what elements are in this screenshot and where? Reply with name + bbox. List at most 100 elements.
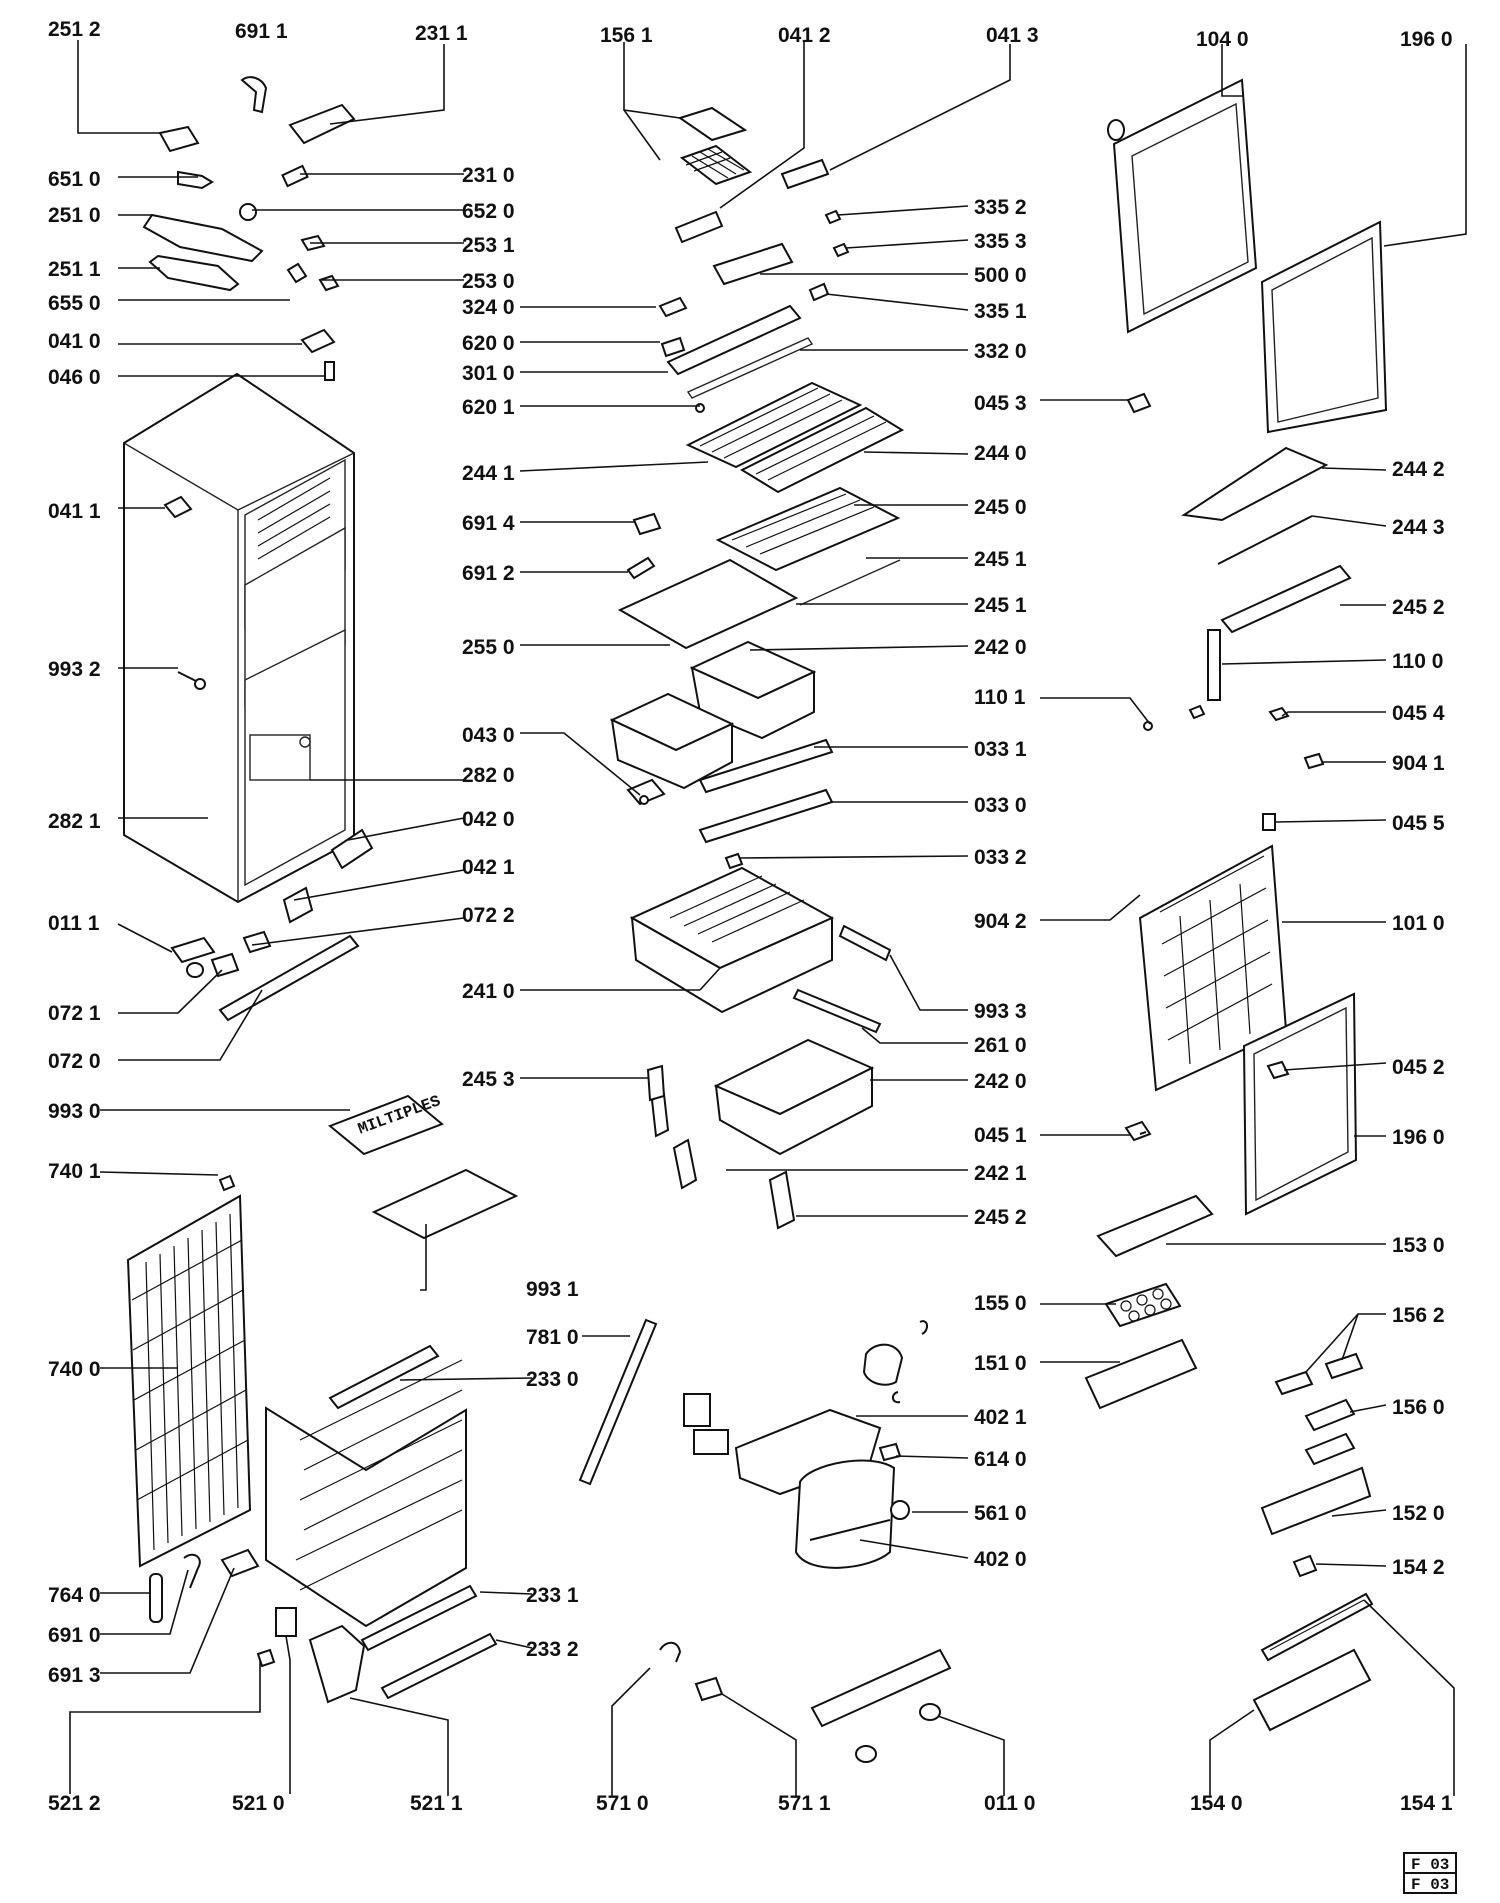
part-callout-label: 231 1 [415,22,468,45]
part-callout-label: 042 1 [462,856,515,879]
part-callout-label: 241 0 [462,980,515,1003]
part-callout-label: 244 3 [1392,516,1445,539]
part-callout-label: 251 1 [48,258,101,281]
part-callout-label: 231 0 [462,164,515,187]
part-callout-label: 332 0 [974,340,1027,363]
part-callout-label: 993 0 [48,1100,101,1123]
part-callout-label: 033 2 [974,846,1027,869]
part-callout-label: 155 0 [974,1292,1027,1315]
part-callout-label: 245 1 [974,548,1027,571]
ice-tray-and-covers [658,106,850,413]
door-racks [1084,1194,1374,1732]
part-callout-label: 904 1 [1392,752,1445,775]
part-callout-label: 072 0 [48,1050,101,1073]
hinge-small-parts [142,76,356,690]
part-callout-label: 620 0 [462,332,515,355]
freezer-drawer [629,866,892,1034]
part-callout-label: 245 0 [974,496,1027,519]
part-callout-label: 500 0 [974,264,1027,287]
part-callout-label: 245 1 [974,594,1027,617]
part-callout-label: 033 1 [974,738,1027,761]
sheet-ref-bottom: F 03 [1411,1876,1449,1894]
compressor-assembly [659,1320,952,1763]
part-callout-label: 233 0 [526,1368,579,1391]
part-callout-label: 233 1 [526,1584,579,1607]
part-callout-label: 571 1 [778,1792,831,1815]
crisper-drawers [609,640,834,870]
doors-and-gaskets [1107,78,1388,1216]
part-callout-label: 045 5 [1392,812,1445,835]
part-callout-label: 041 3 [986,24,1039,47]
part-callout-label: 242 0 [974,636,1027,659]
part-callout-label: 011 1 [48,912,100,935]
part-callout-label: 244 0 [974,442,1027,465]
part-callout-label: 072 1 [48,1002,101,1025]
part-callout-label: 152 0 [1392,1502,1445,1525]
part-callout-label: 521 0 [232,1792,285,1815]
part-callout-label: 156 0 [1392,1396,1445,1419]
part-callout-label: 691 4 [462,512,515,535]
part-callout-label: 045 4 [1392,702,1445,725]
part-callout-label: 301 0 [462,362,515,385]
part-illustrations: MILTIPLES [123,76,1457,1894]
part-callout-label: 045 3 [974,392,1027,415]
shelves [617,381,905,650]
part-callout-label: 043 0 [462,724,515,747]
part-callout-label: 242 0 [974,1070,1027,1093]
part-callout-label: 651 0 [48,168,101,191]
part-callout-label: 041 0 [48,330,101,353]
part-callout-label: 196 0 [1392,1126,1445,1149]
part-callout-label: 101 0 [1392,912,1445,935]
evaporator-assembly: MILTIPLES [256,1092,658,1704]
part-callout-label: 561 0 [974,1502,1027,1525]
part-callout-label: 045 1 [974,1124,1027,1147]
part-callout-label: 110 0 [1392,650,1443,673]
part-callout-label: 652 0 [462,200,515,223]
part-callout-label: 993 3 [974,1000,1027,1023]
part-callout-label: 402 1 [974,1406,1027,1429]
part-callout-label: 110 1 [974,686,1026,709]
part-callout-label: 244 1 [462,462,515,485]
part-callout-label: 046 0 [48,366,101,389]
part-callout-label: 904 2 [974,910,1027,933]
part-callout-label: 620 1 [462,396,515,419]
base-small-parts [170,828,670,1138]
part-callout-label: 104 0 [1196,28,1249,51]
part-callout-label: 691 1 [235,20,288,43]
part-callout-label: 282 1 [48,810,101,833]
part-callout-label: 196 0 [1400,28,1453,51]
part-callout-label: 521 1 [410,1792,463,1815]
part-callout-label: 764 0 [48,1584,101,1607]
part-callout-label: 156 1 [600,24,653,47]
part-callout-label: 251 0 [48,204,101,227]
part-callout-label: 402 0 [974,1548,1027,1571]
part-callout-label: 042 0 [462,808,515,831]
part-callout-label: 993 1 [526,1278,579,1301]
condenser-coil [126,1174,260,1623]
part-callout-label: 156 2 [1392,1304,1445,1327]
part-callout-label: 251 2 [48,18,101,41]
part-callout-label: 011 0 [984,1792,1035,1815]
part-callout-label: 335 3 [974,230,1027,253]
part-callout-label: 691 0 [48,1624,101,1647]
part-callout-label: 335 1 [974,300,1027,323]
part-callout-label: 261 0 [974,1034,1027,1057]
part-callout-label: 041 1 [48,500,101,523]
part-callout-label: 571 0 [596,1792,649,1815]
part-callout-label: 655 0 [48,292,101,315]
part-callout-label: 154 0 [1190,1792,1243,1815]
part-callout-label: 253 1 [462,234,515,257]
part-callout-label: 521 2 [48,1792,101,1815]
part-callout-label: 614 0 [974,1448,1027,1471]
part-callout-label: 691 2 [462,562,515,585]
lower-drawer [646,1038,875,1230]
part-callout-label: 151 0 [974,1352,1027,1375]
part-callout-label: 245 2 [1392,596,1445,619]
part-callout-label: 154 2 [1392,1556,1445,1579]
part-callout-label: 244 2 [1392,458,1445,481]
part-callout-label: 033 0 [974,794,1027,817]
part-callout-label: 781 0 [526,1326,579,1349]
sheet-ref-top: F 03 [1411,1856,1449,1874]
